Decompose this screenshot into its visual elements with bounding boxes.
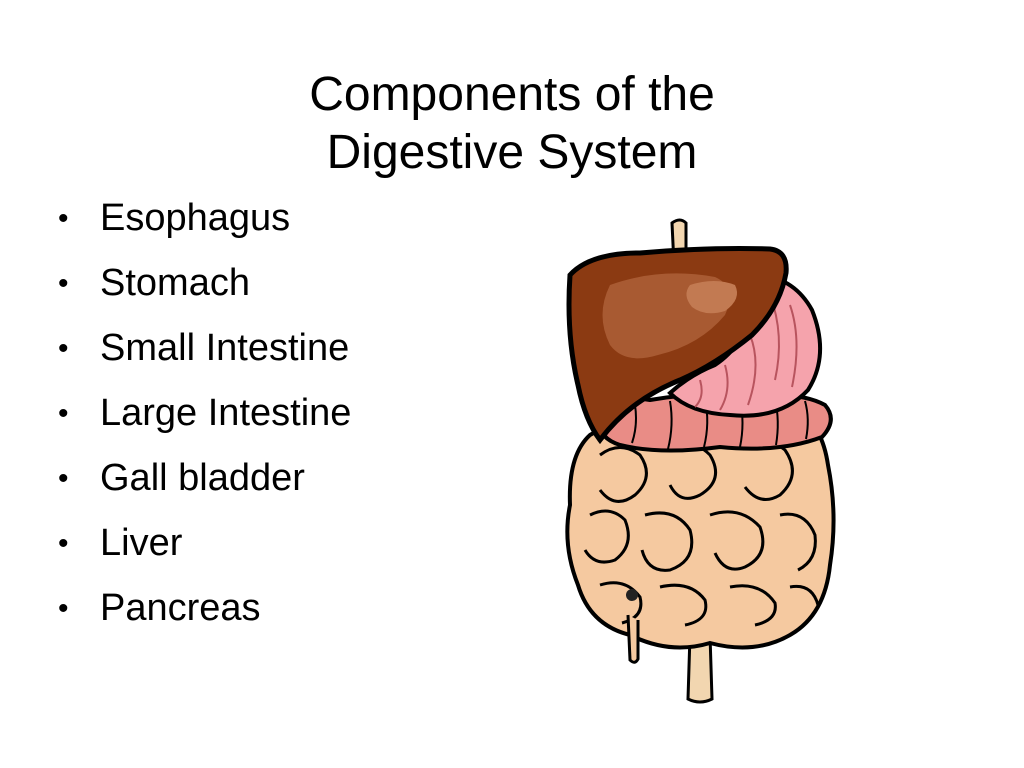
bullet-icon: • xyxy=(58,266,69,300)
title-line-1: Components of the xyxy=(309,68,715,122)
bullet-item-small-intestine: • Small Intestine xyxy=(58,316,478,381)
bullet-item-gall-bladder: • Gall bladder xyxy=(58,446,478,511)
bullet-item-liver: • Liver xyxy=(58,511,478,576)
bullet-text: Gall bladder xyxy=(100,457,305,499)
bullet-item-esophagus: • Esophagus xyxy=(58,186,478,251)
bullet-text: Stomach xyxy=(100,262,250,304)
bullet-text: Pancreas xyxy=(100,587,261,629)
bullet-item-pancreas: • Pancreas xyxy=(58,576,478,641)
bullet-item-stomach: • Stomach xyxy=(58,251,478,316)
bullet-text: Liver xyxy=(100,522,183,564)
bullet-icon: • xyxy=(58,331,69,365)
bullet-list: • Esophagus • Stomach • Small Intestine … xyxy=(58,186,478,641)
digestive-system-icon xyxy=(565,218,836,704)
slide-title: Components of the Digestive System xyxy=(112,66,912,182)
bullet-icon: • xyxy=(58,201,69,235)
bullet-item-large-intestine: • Large Intestine xyxy=(58,381,478,446)
cecum-spot xyxy=(626,589,638,601)
appendix-shape xyxy=(626,614,640,664)
bullet-text: Esophagus xyxy=(100,197,291,239)
bullet-text: Large Intestine xyxy=(100,392,352,434)
bullet-icon: • xyxy=(58,396,69,430)
title-line-2: Digestive System xyxy=(326,126,698,180)
bullet-icon: • xyxy=(58,461,69,495)
bullet-icon: • xyxy=(58,591,69,625)
bullet-text: Small Intestine xyxy=(100,327,350,369)
bullet-icon: • xyxy=(58,526,69,560)
rectum-shape xyxy=(686,633,714,704)
liver-highlight-small-shape xyxy=(686,281,738,314)
